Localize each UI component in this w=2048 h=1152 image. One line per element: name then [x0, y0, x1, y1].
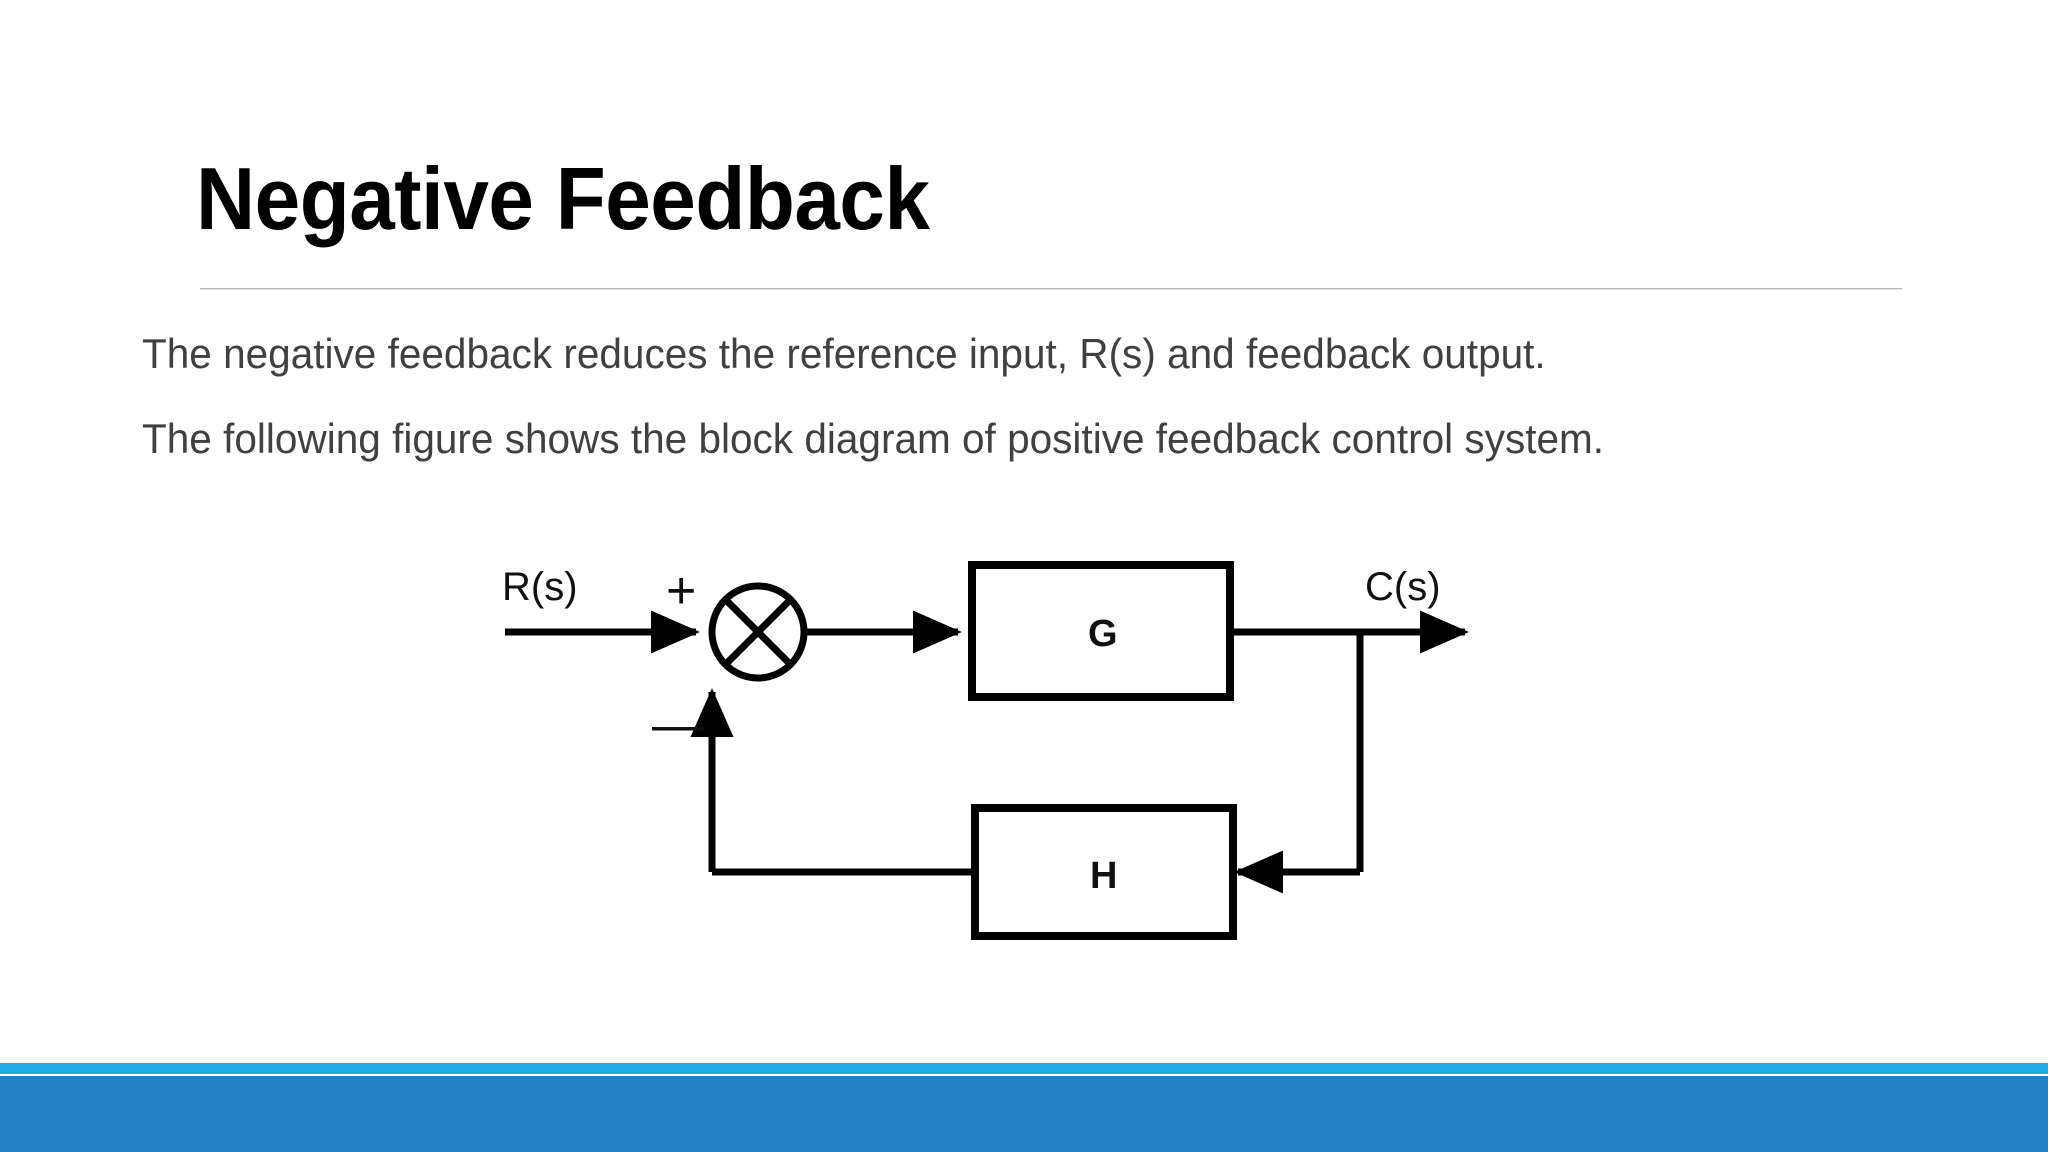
footer-accent-bar: [0, 1063, 2048, 1074]
label-block-g: G: [1088, 613, 1118, 655]
body-paragraph-1: The negative feedback reduces the refere…: [142, 330, 1546, 377]
summing-junction-cross-line-2: [723, 597, 793, 667]
block-diagram: R(s) + — G H C(s): [480, 520, 1510, 980]
body-paragraph-2: The following figure shows the block dia…: [142, 415, 1605, 462]
label-plus-sign: +: [666, 562, 696, 620]
label-output-cs: C(s): [1365, 565, 1441, 609]
footer-bar: [0, 1076, 2048, 1152]
block-g: [968, 561, 1234, 701]
label-minus-sign: —: [652, 696, 704, 754]
page-title: Negative Feedback: [196, 149, 930, 248]
label-input-rs: R(s): [502, 565, 578, 609]
title-underline-rule: [200, 288, 1902, 290]
label-block-h: H: [1090, 855, 1117, 897]
